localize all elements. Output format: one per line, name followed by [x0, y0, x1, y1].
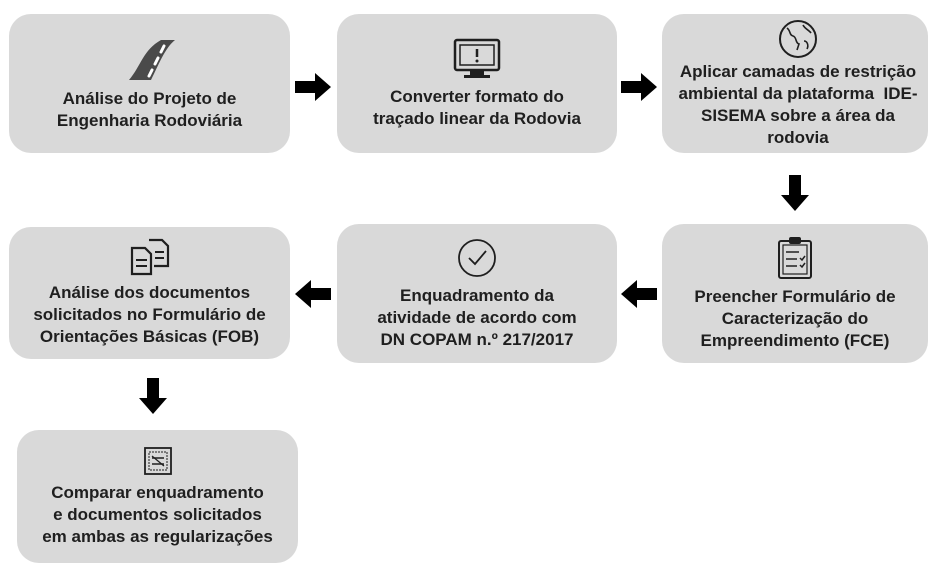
- step-box-3: Aplicar camadas de restrição ambiental d…: [662, 14, 928, 153]
- clipboard-checklist-icon: [778, 236, 812, 279]
- arrow-down-icon: [781, 175, 809, 211]
- step-label-7: Comparar enquadramento e documentos soli…: [42, 482, 273, 546]
- arrow-right-icon: [295, 73, 331, 101]
- arrow-left-icon: [295, 280, 331, 308]
- step-label-4: Preencher Formulário de Caracterização d…: [694, 286, 896, 350]
- step-label-5: Enquadramento da atividade de acordo com…: [377, 285, 577, 349]
- arrow-left-icon: [621, 280, 657, 308]
- checkmark-circle-icon: [458, 238, 496, 277]
- step-label-6: Análise dos documentos solicitados no Fo…: [33, 283, 266, 346]
- documents-icon: [130, 238, 169, 276]
- globe-icon: [779, 19, 817, 58]
- step-box-1: Análise do Projeto de Engenharia Rodoviá…: [9, 14, 290, 153]
- monitor-alert-icon: [453, 38, 501, 78]
- step-label-1: Análise do Projeto de Engenharia Rodoviá…: [56, 88, 243, 130]
- step-box-4: Preencher Formulário de Caracterização d…: [662, 224, 928, 363]
- step-box-2: Converter formato do traçado linear da R…: [337, 14, 617, 153]
- step-box-7: Comparar enquadramento e documentos soli…: [17, 430, 298, 563]
- arrow-right-icon: [621, 73, 657, 101]
- step-box-6: Análise dos documentos solicitados no Fo…: [9, 227, 290, 359]
- road-icon: [128, 39, 175, 80]
- step-box-5: Enquadramento da atividade de acordo com…: [337, 224, 617, 363]
- step-label-2: Converter formato do traçado linear da R…: [373, 86, 581, 128]
- compare-icon: [143, 446, 172, 475]
- step-label-3: Aplicar camadas de restrição ambiental d…: [678, 61, 918, 147]
- arrow-down-icon: [139, 378, 167, 414]
